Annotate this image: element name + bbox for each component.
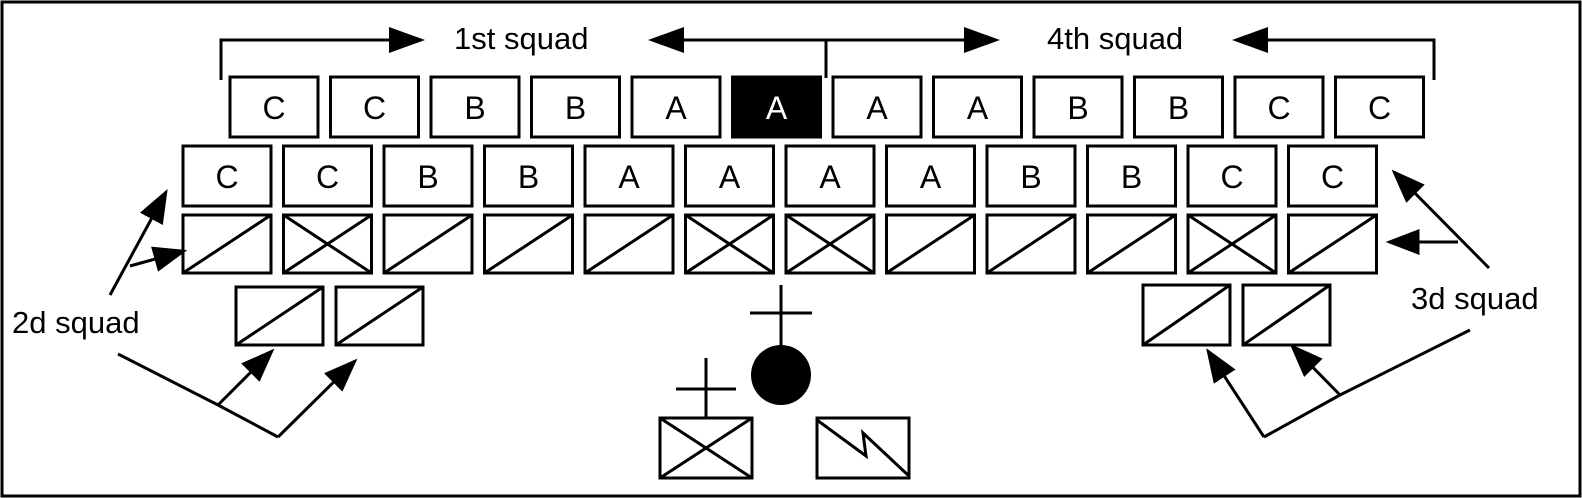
cross-over-filled-circle-icon <box>750 285 812 405</box>
top-row-cell: C <box>329 75 420 139</box>
4th-squad-arrowhead <box>964 27 1000 53</box>
second-row-cell: B <box>1086 144 1177 208</box>
label-4th-squad: 4th squad <box>1047 21 1183 56</box>
vehicle-2d-squad-rear-2 <box>334 285 425 347</box>
vehicle-slash-icon <box>583 213 675 275</box>
second-row-cell: B <box>483 144 574 208</box>
vehicle-row <box>181 213 1378 275</box>
position-letter: B <box>417 159 438 195</box>
zigzag-box-icon <box>815 416 911 480</box>
vehicle-cross-icon <box>784 213 876 275</box>
squad-bracket-arrows <box>219 27 1436 80</box>
position-letter: B <box>1020 159 1041 195</box>
position-letter: A <box>920 159 942 195</box>
1st-squad-left-arrowhead <box>648 27 684 53</box>
3d-squad-pointer-arrow-1 <box>1391 169 1491 270</box>
second-row-cell: A <box>684 144 775 208</box>
3d-squad-rear-arrow-1 <box>1206 348 1266 438</box>
pointer-arrows <box>108 169 1491 439</box>
position-letter: A <box>766 90 788 126</box>
2d-squad-rear-arrow-1 <box>216 348 275 407</box>
second-row-cell: C <box>1287 144 1378 208</box>
vehicle-3d-squad-rear-2 <box>1241 283 1332 347</box>
vehicle-2d-squad-rear-1 <box>234 285 325 347</box>
top-row-cell: B <box>530 75 621 139</box>
position-letter: C <box>215 159 238 195</box>
vehicle-cross-icon <box>684 213 775 275</box>
4th-squad-bracket <box>1268 38 1436 80</box>
second-row-cell: A <box>885 144 976 208</box>
2d-squad-rear-bracket <box>117 352 279 439</box>
position-letter: C <box>1368 90 1391 126</box>
top-row-cell: B <box>1032 75 1124 139</box>
position-letter: A <box>967 90 989 126</box>
top-row-cell: B <box>429 75 521 139</box>
position-letter: C <box>262 90 285 126</box>
second-row-cell: B <box>985 144 1077 208</box>
position-letter: C <box>316 159 339 195</box>
vehicle-slash-icon <box>483 213 574 275</box>
position-letter: A <box>665 90 687 126</box>
top-row-cell: C <box>1334 75 1425 139</box>
position-letter: B <box>464 90 485 126</box>
top-row-cell: A <box>932 75 1023 139</box>
1st-squad-bracket <box>219 38 389 80</box>
vehicle-cross-icon <box>282 213 373 275</box>
position-letter: B <box>565 90 586 126</box>
vehicle-slash-icon <box>181 213 273 275</box>
top-row-cell: B <box>1133 75 1224 139</box>
position-letter: C <box>1220 159 1243 195</box>
top-row-cell: A <box>731 75 822 139</box>
vehicle-slash-icon <box>382 213 474 275</box>
position-letter: A <box>819 159 841 195</box>
support-vehicles <box>234 283 1332 480</box>
position-letter: B <box>1168 90 1189 126</box>
position-letter: C <box>363 90 386 126</box>
position-letter: B <box>1121 159 1142 195</box>
position-letter: C <box>1267 90 1290 126</box>
top-row-cell: A <box>831 75 923 139</box>
second-row-cell: C <box>282 144 373 208</box>
vehicle-slash-icon <box>985 213 1077 275</box>
second-row-cell: B <box>382 144 474 208</box>
2d-squad-pointer-arrow-2 <box>129 246 188 272</box>
vehicle-cross-icon <box>1186 213 1278 275</box>
vehicle-3d-squad-rear-1 <box>1141 283 1232 347</box>
second-row-cell: C <box>181 144 273 208</box>
label-1st-squad: 1st squad <box>454 21 588 56</box>
4th-squad-left-arrowhead <box>1232 27 1268 53</box>
position-letter: B <box>1067 90 1088 126</box>
vehicle-slash-icon <box>885 213 976 275</box>
top-row-cell: A <box>630 75 722 139</box>
cross-box-with-plus-icon <box>658 358 754 480</box>
top-row-cell: C <box>228 75 320 139</box>
second-row-cell: A <box>583 144 675 208</box>
2d-squad-rear-arrow-2 <box>276 358 358 439</box>
3d-squad-rear-arrow-2 <box>1289 343 1342 397</box>
second-row-cell: A <box>784 144 876 208</box>
second-row-cell: C <box>1186 144 1278 208</box>
vehicle-slash-icon <box>1086 213 1177 275</box>
position-letter: A <box>866 90 888 126</box>
position-letter: B <box>518 159 539 195</box>
position-letter: A <box>618 159 640 195</box>
label-3d-squad: 3d squad <box>1411 281 1539 316</box>
1st-squad-arrowhead <box>389 27 425 53</box>
label-2d-squad: 2d squad <box>12 305 140 340</box>
2d-squad-pointer-arrow-1 <box>108 189 168 296</box>
vehicle-slash-icon <box>1287 213 1378 275</box>
position-letter: C <box>1321 159 1344 195</box>
top-row-cell: C <box>1233 75 1325 139</box>
position-letter: A <box>719 159 741 195</box>
